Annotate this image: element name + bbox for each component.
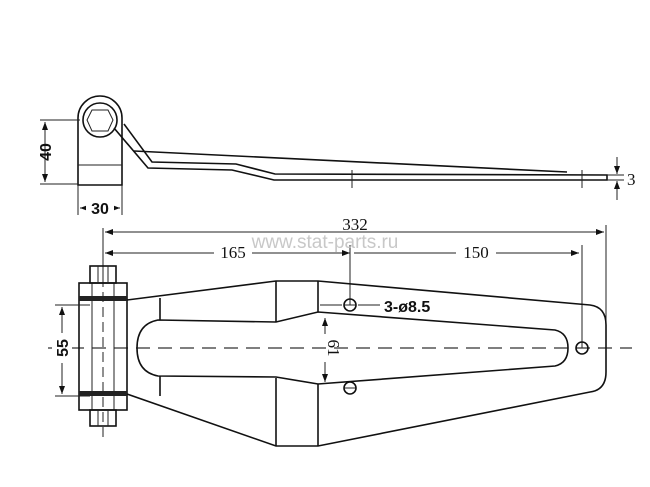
bottom-nut xyxy=(89,409,117,427)
watermark: www.stat-parts.ru xyxy=(251,232,399,253)
nut-hex-icon xyxy=(86,109,114,132)
hole-spacing-dim-label: 150 xyxy=(463,243,489,262)
height-dim-label: 40 xyxy=(38,143,55,161)
hole-offset-dim-label: 165 xyxy=(220,243,246,262)
top-nut xyxy=(89,265,117,284)
leaf-inner-slot xyxy=(136,311,569,385)
width-dim-label: 30 xyxy=(91,201,109,218)
washer-band xyxy=(79,391,127,396)
pin-length-dim-label: 55 xyxy=(55,339,72,357)
plan-view: 332 165 150 www.stat-parts.ru 3-ø8.5 xyxy=(48,215,632,447)
hole-vertical-dim-label: 61 xyxy=(324,340,343,357)
mounting-hole xyxy=(575,341,589,355)
overall-length-dim-label: 332 xyxy=(342,215,368,234)
hinge-pin-assembly xyxy=(78,262,128,440)
holes-label: 3-ø8.5 xyxy=(384,299,430,316)
hinge-knuckle-plate xyxy=(77,95,123,186)
side-view: 40 30 3 xyxy=(38,95,636,218)
hinge-leaf-outline xyxy=(126,280,607,447)
pin-circle xyxy=(82,102,118,138)
hinge-leaf-side xyxy=(113,123,608,181)
thickness-dim-label: 3 xyxy=(627,170,636,189)
washer-band xyxy=(79,296,127,301)
